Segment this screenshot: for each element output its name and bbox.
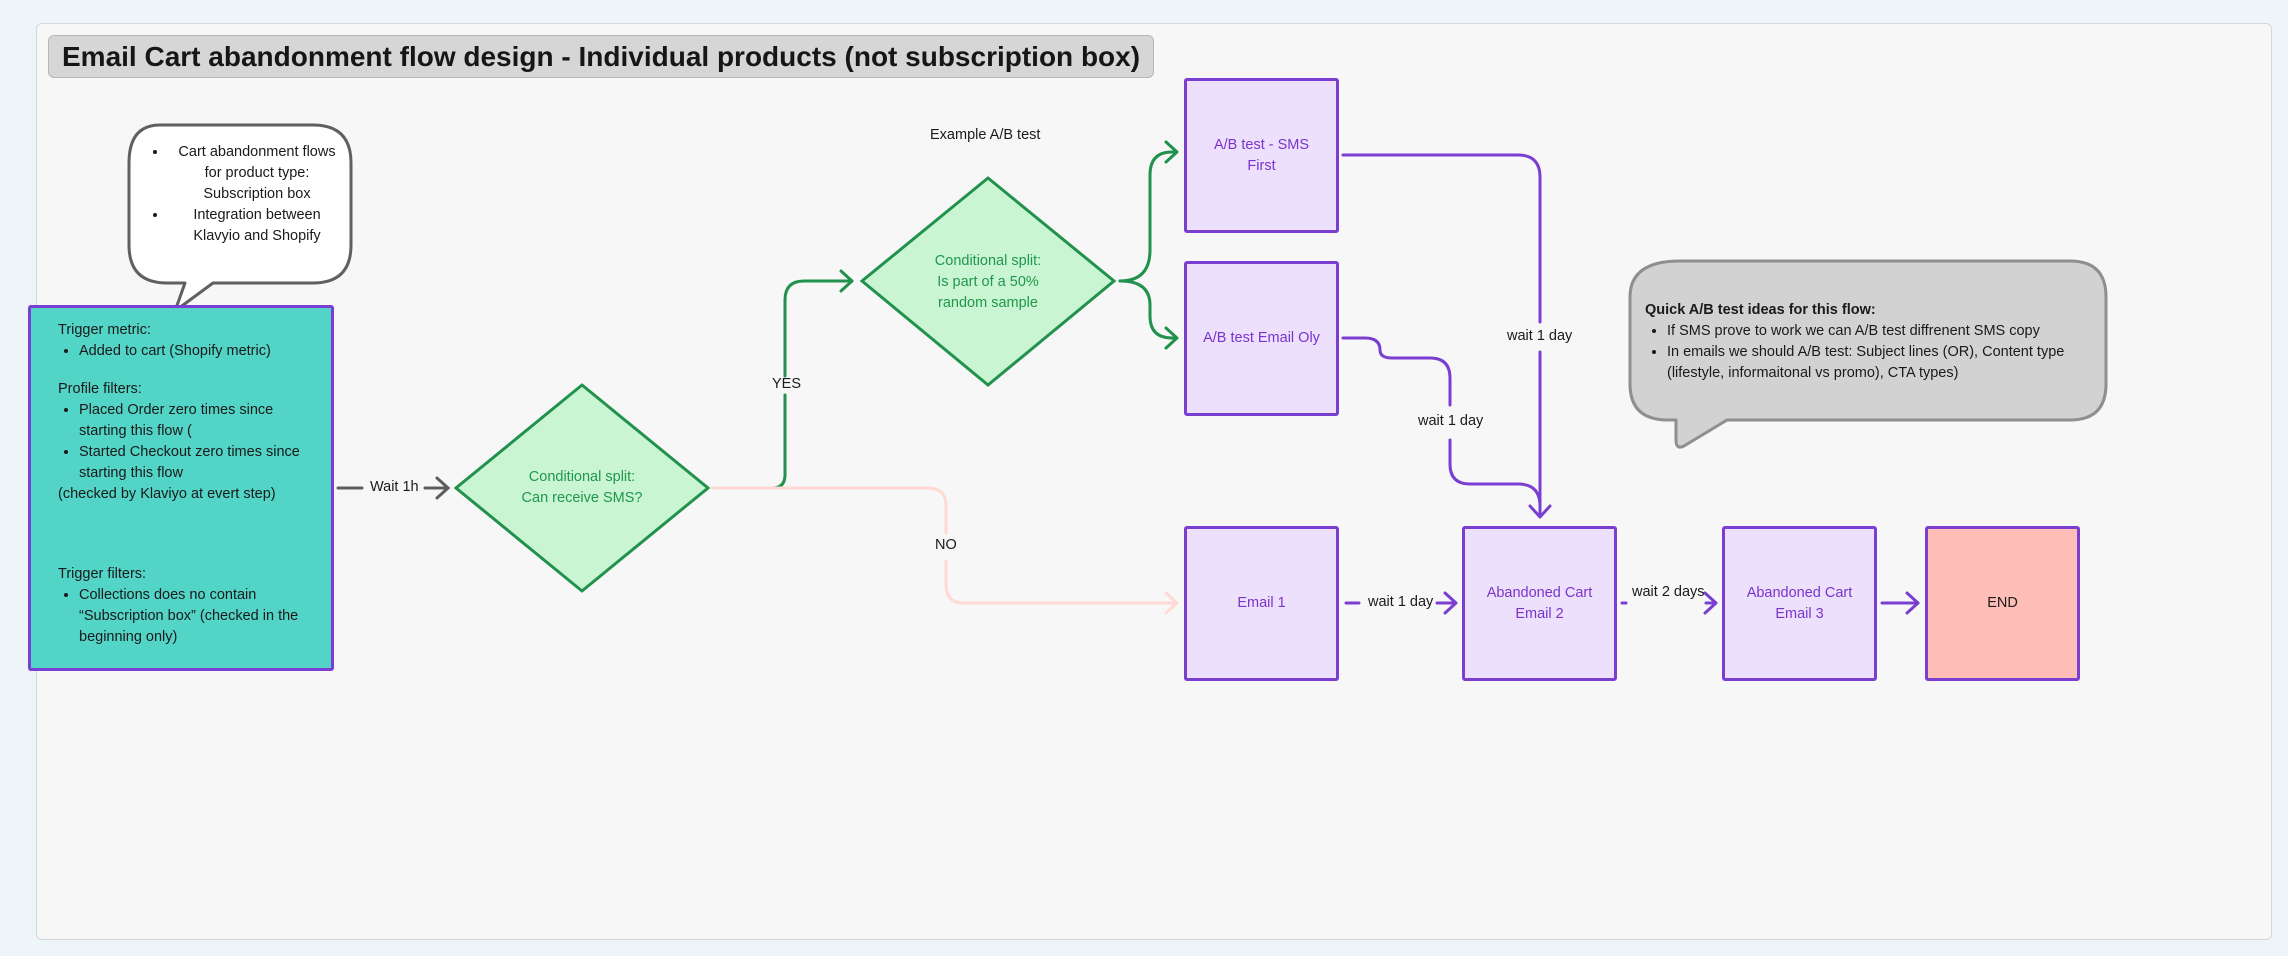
edge-label-wait-2-days: wait 2 days [1632,584,1705,600]
split-ab-line: random sample [938,294,1038,311]
edge-wait-1h [336,476,451,500]
edge-label-wait-1-day-sms: wait 1 day [1507,328,1573,344]
node-abandoned-cart-email-3[interactable]: Abandoned Cart Email 3 [1722,526,1877,681]
split-can-receive-sms-label: Conditional split: Can receive SMS? [472,455,692,521]
trigger-filters-title: Trigger filters: [58,566,147,582]
trigger-filter-item: Collections does no contain “Subscriptio… [79,585,309,648]
tip-item: If SMS prove to work we can A/B test dif… [1667,321,2090,342]
tip-item: In emails we should A/B test: Subject li… [1667,342,2090,384]
node-label: END [1987,595,2018,611]
note-item: Integration between Klavyio and Shopify [168,205,346,247]
trigger-metric-item: Added to cart (Shopify metric) [79,341,331,362]
split-random-sample-diamond [859,176,1117,387]
edge-sms-first-to-email-2 [1341,153,1552,519]
tip-speech-bubble [1628,259,2108,449]
node-label: A/B test - SMS First [1213,136,1310,174]
canvas-frame [36,23,2272,940]
edge-email-only-to-email-2 [1341,336,1542,508]
tip-bubble-text: Quick A/B test ideas for this flow: If S… [1645,300,2090,384]
node-label: Abandoned Cart Email 3 [1746,584,1853,622]
edge-no [711,486,1179,615]
node-ab-email-only[interactable]: A/B test Email Oly [1184,261,1339,416]
edge-email-3-to-end [1880,591,1920,615]
split-sms-line: Conditional split: [528,469,636,485]
profile-filter-item: Placed Order zero times since starting t… [79,400,309,442]
edge-email-1-to-email-2 [1344,591,1458,615]
note-speech-bubble [127,123,353,313]
edge-label-wait-1h: Wait 1h [370,479,419,495]
split-sms-line: Can receive SMS? [521,490,643,506]
edge-label-yes: YES [772,376,802,392]
ab-test-caption: Example A/B test [930,127,1041,143]
node-email-1[interactable]: Email 1 [1184,526,1339,681]
node-label: Email 1 [1237,595,1286,611]
profile-filters-note: (checked by Klaviyo at evert step) [58,486,276,502]
node-end[interactable]: END [1925,526,2080,681]
edge-ab-branches [1118,140,1179,350]
split-ab-line: Is part of a 50% [937,273,1039,290]
trigger-metric-title: Trigger metric: [58,322,151,338]
split-random-sample-label: Conditional split: Is part of a 50% rand… [878,249,1098,315]
node-ab-sms-first[interactable]: A/B test - SMS First [1184,78,1339,233]
tip-title: Quick A/B test ideas for this flow: [1645,302,1876,318]
node-label: A/B test Email Oly [1203,330,1320,346]
edge-email-2-to-email-3 [1620,591,1718,615]
page-title: Email Cart abandonment flow design - Ind… [48,35,1154,78]
node-abandoned-cart-email-2[interactable]: Abandoned Cart Email 2 [1462,526,1617,681]
profile-filters-title: Profile filters: [58,381,142,397]
edge-label-wait-1-day-email-only: wait 1 day [1418,413,1484,429]
profile-filter-item: Started Checkout zero times since starti… [79,442,309,484]
note-bubble-text: Cart abandonment flows for product type:… [146,142,346,247]
trigger-box[interactable]: Trigger metric: Added to cart (Shopify m… [28,305,334,671]
edge-label-no: NO [935,537,957,553]
split-ab-line: Conditional split: [934,252,1042,269]
edge-label-wait-1-day-email-1: wait 1 day [1368,594,1434,610]
note-item: Cart abandonment flows for product type:… [168,142,346,205]
split-can-receive-sms-diamond [453,383,711,593]
node-label: Abandoned Cart Email 2 [1486,584,1593,622]
